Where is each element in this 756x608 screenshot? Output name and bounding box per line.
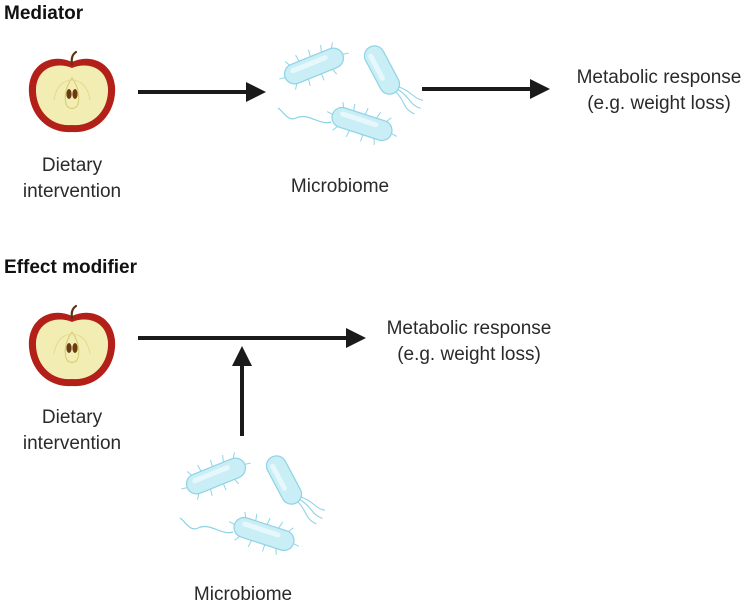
diet-to-response-arrow xyxy=(138,328,366,348)
effect-modifier-title: Effect modifier xyxy=(4,257,138,278)
effect-modifier-response-label-line2: (e.g. weight loss) xyxy=(397,344,541,365)
mediator-title: Mediator xyxy=(4,3,84,24)
effect-modifier-diet-label-line1: Dietary xyxy=(41,407,103,428)
effect-modifier-response-label: Metabolic response (e.g. weight loss) xyxy=(374,316,564,368)
microbiome-modifier-arrow xyxy=(232,346,252,436)
microbiome-to-response-arrow xyxy=(422,79,550,99)
bacteria-cluster-icon xyxy=(270,40,420,160)
bacteria-cluster-icon xyxy=(172,450,322,570)
mediator-microbiome-label: Microbiome xyxy=(290,176,390,197)
mediator-diet-label: Dietary intervention xyxy=(12,153,132,205)
apple-half-icon xyxy=(27,50,117,134)
mediator-response-label: Metabolic response (e.g. weight loss) xyxy=(564,65,754,117)
effect-modifier-diet-label: Dietary intervention xyxy=(12,405,132,457)
apple-half-icon xyxy=(27,304,117,388)
effect-modifier-response-label-line1: Metabolic response xyxy=(386,318,552,339)
mediator-response-label-line2: (e.g. weight loss) xyxy=(587,93,731,114)
mediator-diet-label-line1: Dietary xyxy=(41,155,103,176)
mediator-diet-label-line2: intervention xyxy=(22,181,122,202)
effect-modifier-diet-label-line2: intervention xyxy=(22,433,122,454)
effect-modifier-microbiome-label: Microbiome xyxy=(193,584,293,605)
diet-to-microbiome-arrow xyxy=(138,82,266,102)
mediator-response-label-line1: Metabolic response xyxy=(576,67,742,88)
